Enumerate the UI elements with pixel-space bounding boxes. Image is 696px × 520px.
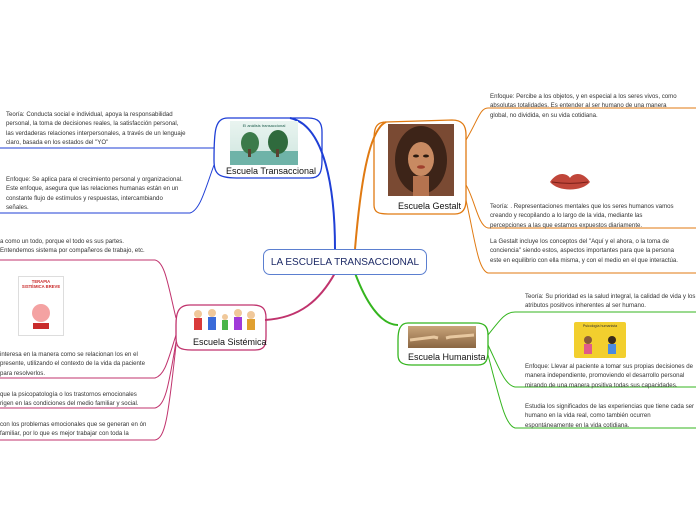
sistemica-book-title: TERAPIA SISTÉMICA BREVE <box>21 279 61 289</box>
sistemica-item3-text: que la psicopatología o los trastornos e… <box>0 390 150 409</box>
transaccional-image: El análisis transaccional <box>230 121 298 165</box>
link-center-sistemica <box>265 273 335 320</box>
transaccional-teoria-text: Teoría: Conducta social e individual, ap… <box>6 110 186 148</box>
sistemica-item2-text: interesa en la manera como se relacionan… <box>0 350 150 378</box>
humanista-illustration-image: Psicología humanista <box>574 322 626 358</box>
link-center-humanista <box>355 273 398 325</box>
sistemica-family-image <box>188 308 262 334</box>
gestalt-lips-image <box>540 160 600 200</box>
sistemica-node-title[interactable]: Escuela Sistémica <box>193 337 267 347</box>
gestalt-portrait-image <box>388 124 454 196</box>
transaccional-node-title[interactable]: Escuela Transaccional <box>226 166 316 176</box>
central-topic[interactable]: LA ESCUELA TRANSACCIONAL <box>263 249 427 275</box>
humanista-node-title[interactable]: Escuela Humanista <box>408 352 486 362</box>
transaccional-image-caption: El análisis transaccional <box>234 123 294 128</box>
gestalt-enfoque-text: Enfoque: Percibe a los objetos, y en esp… <box>490 92 680 120</box>
transaccional-enfoque-text: Enfoque: Se aplica para el crecimiento p… <box>6 175 186 213</box>
gestalt-node-title[interactable]: Escuela Gestalt <box>398 201 461 211</box>
gestalt-conceptos-text: La Gestalt incluye los conceptos del "Aq… <box>490 237 680 265</box>
humanista-teoria-text: Teoría: Su prioridad es la salud integra… <box>525 292 696 311</box>
sistemica-item1-text: a como un todo, porque el todo es sus pa… <box>0 237 150 256</box>
humanista-estudio-text: Estudia los significados de las experien… <box>525 402 696 430</box>
sistemica-item4-text: con los problemas emocionales que se gen… <box>0 420 150 439</box>
link-center-gestalt <box>355 122 386 249</box>
humanista-enfoque-text: Enfoque: Llevar al paciente a tomar sus … <box>525 362 696 390</box>
sistemica-book-image: TERAPIA SISTÉMICA BREVE <box>18 276 64 336</box>
humanista-hands-image <box>408 326 476 348</box>
central-topic-title: LA ESCUELA TRANSACCIONAL <box>271 257 419 268</box>
gestalt-teoria-text: Teoría: . Representaciones mentales que … <box>490 202 680 230</box>
